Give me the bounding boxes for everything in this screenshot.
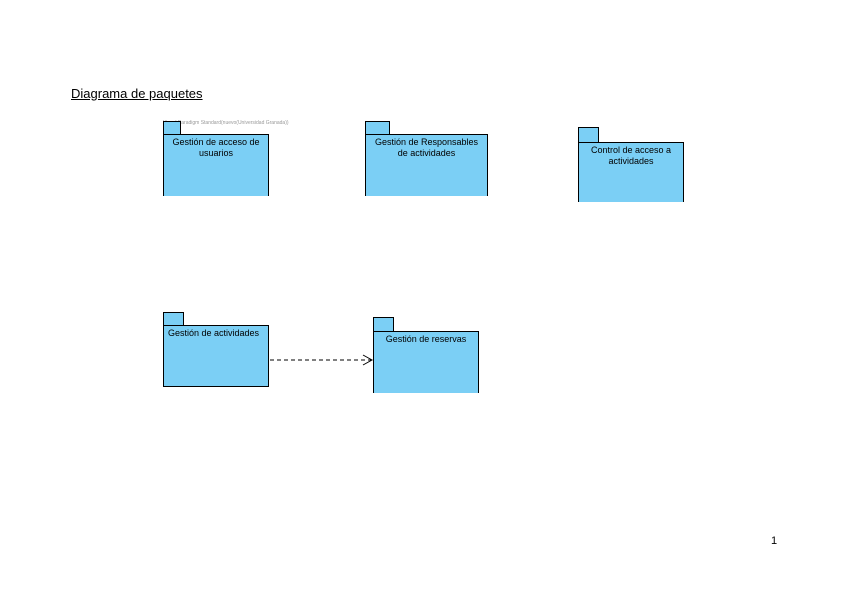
package-tab (373, 317, 394, 331)
package-body: Gestión de actividades (163, 325, 269, 387)
page-title: Diagrama de paquetes (71, 86, 203, 101)
package-gestion-acceso-usuarios[interactable]: Gestión de acceso de usuarios (163, 121, 269, 196)
package-control-acceso-actividades[interactable]: Control de acceso a actividades (578, 127, 684, 202)
package-gestion-reservas[interactable]: Gestión de reservas (373, 317, 479, 393)
page-number: 1 (771, 535, 778, 547)
package-body: Gestión de Responsables de actividades (365, 134, 488, 196)
package-body: Gestión de reservas (373, 331, 479, 393)
package-label: Gestión de Responsables de actividades (374, 137, 479, 158)
package-label: Gestión de reservas (385, 334, 467, 344)
package-label: Control de acceso a actividades (590, 145, 672, 166)
package-tab (578, 127, 599, 142)
package-tab (365, 121, 390, 134)
package-tab (163, 312, 184, 325)
package-tab (163, 121, 181, 134)
package-body: Gestión de acceso de usuarios (163, 134, 269, 196)
arrowhead (362, 354, 374, 366)
package-label: Gestión de acceso de usuarios (172, 137, 260, 158)
package-label: Gestión de actividades (168, 328, 260, 338)
package-gestion-responsables[interactable]: Gestión de Responsables de actividades (365, 121, 488, 196)
package-gestion-actividades[interactable]: Gestión de actividades (163, 312, 269, 387)
watermark-text: Visual Paradigm Standard(nuevo(Universid… (163, 120, 289, 126)
package-body: Control de acceso a actividades (578, 142, 684, 202)
